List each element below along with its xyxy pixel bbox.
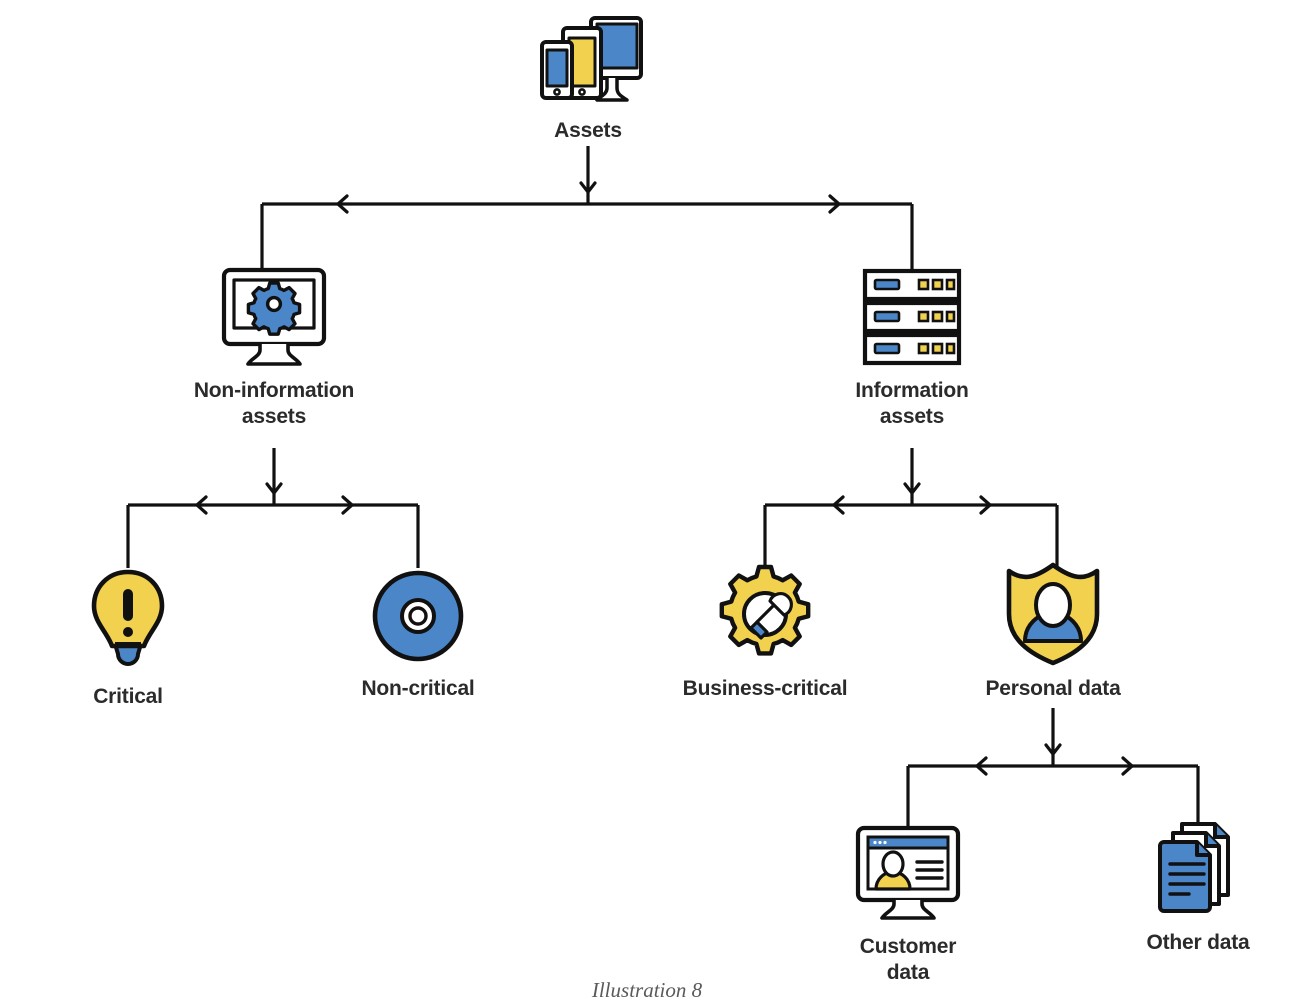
node-other-data[interactable]: Other data <box>1078 818 1294 956</box>
server-rack-icon <box>862 268 962 366</box>
node-label-assets: Assets <box>554 119 622 142</box>
node-customer-data[interactable]: Customer data <box>788 824 1028 986</box>
edge-nonifo-arrow-right <box>341 495 354 515</box>
node-label-critical: Critical <box>93 685 163 708</box>
devices-icon <box>540 16 643 102</box>
node-critical[interactable]: Critical <box>8 568 248 710</box>
node-label-non-critical: Non-critical <box>361 677 475 700</box>
monitor-gear-icon <box>221 267 327 366</box>
edge-info-arrow-right <box>979 495 992 515</box>
node-non-critical[interactable]: Non-critical <box>298 568 538 702</box>
node-label-non-information-assets: Non-information assets <box>193 379 355 428</box>
node-label-personal-data: Personal data <box>985 677 1121 700</box>
monitor-profile-icon <box>855 825 961 920</box>
compact-disc-icon <box>372 570 464 662</box>
node-label-information-assets: Information assets <box>855 379 969 428</box>
edge-assets-arrowhead <box>579 181 597 194</box>
edge-assets-arrow-right <box>828 194 841 214</box>
node-non-information-assets[interactable]: Non-information assets <box>154 266 394 430</box>
person-head <box>1034 582 1072 628</box>
edge-personal-arrow-left <box>975 756 988 776</box>
edge-personal-arrow-right <box>1121 756 1134 776</box>
edge-personal-arrowhead <box>1044 743 1062 756</box>
node-assets[interactable]: Assets <box>468 12 708 144</box>
edge-nonifo-arrow-left <box>195 495 208 515</box>
node-personal-data[interactable]: Personal data <box>933 562 1173 702</box>
figure-caption: Illustration 8 <box>591 978 703 1002</box>
edge-nonifo-arrowhead <box>265 482 283 495</box>
node-label-business-critical: Business-critical <box>682 677 848 700</box>
node-label-other-data: Other data <box>1146 931 1250 954</box>
shield-person-icon <box>1006 562 1100 666</box>
bulb-base <box>113 642 143 666</box>
edge-info-arrowhead <box>903 482 921 495</box>
edge-assets-arrow-left <box>336 194 349 214</box>
exclamation-bar <box>123 589 133 621</box>
node-label-customer-data: Customer data <box>859 935 957 984</box>
documents-stack-icon <box>1158 822 1230 913</box>
lightbulb-alert-icon <box>91 569 165 666</box>
avatar-head <box>881 850 905 878</box>
node-information-assets[interactable]: Information assets <box>792 266 1032 430</box>
exclamation-dot <box>123 627 133 637</box>
gear-wrench-icon <box>719 564 811 656</box>
edge-info-arrow-left <box>832 495 845 515</box>
node-business-critical[interactable]: Business-critical <box>645 562 885 702</box>
